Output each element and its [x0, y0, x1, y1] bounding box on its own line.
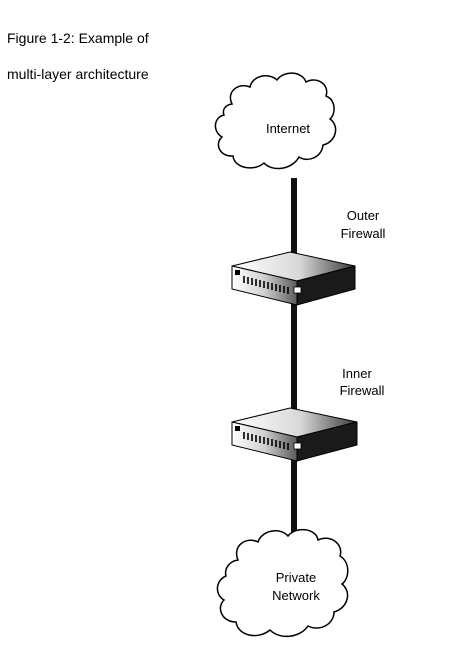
- outer-firewall-label-line2: Firewall: [341, 226, 386, 241]
- outer-firewall-node: [231, 251, 356, 306]
- cloud-icon: [214, 72, 337, 170]
- figure-title: Figure 1-2: Example of multi-layer archi…: [7, 11, 149, 101]
- private-network-node: Private Network: [216, 528, 349, 638]
- inner-firewall-label-line1: Inner: [342, 366, 372, 381]
- figure-title-line1: Figure 1-2: Example of: [7, 30, 149, 46]
- internet-label: Internet: [266, 121, 310, 136]
- outer-firewall-label-line1: Outer: [347, 208, 380, 223]
- inner-firewall-label-line2: Firewall: [340, 383, 385, 398]
- firewall-device-icon: [231, 407, 358, 462]
- internet-node: Internet: [214, 72, 337, 170]
- private-network-label-line1: Private: [276, 570, 316, 585]
- inner-firewall-node: [231, 407, 358, 462]
- figure-title-line2: multi-layer architecture: [7, 66, 149, 82]
- private-network-label-line2: Network: [272, 588, 320, 603]
- firewall-device-icon: [231, 251, 356, 306]
- cloud-icon: [216, 528, 349, 638]
